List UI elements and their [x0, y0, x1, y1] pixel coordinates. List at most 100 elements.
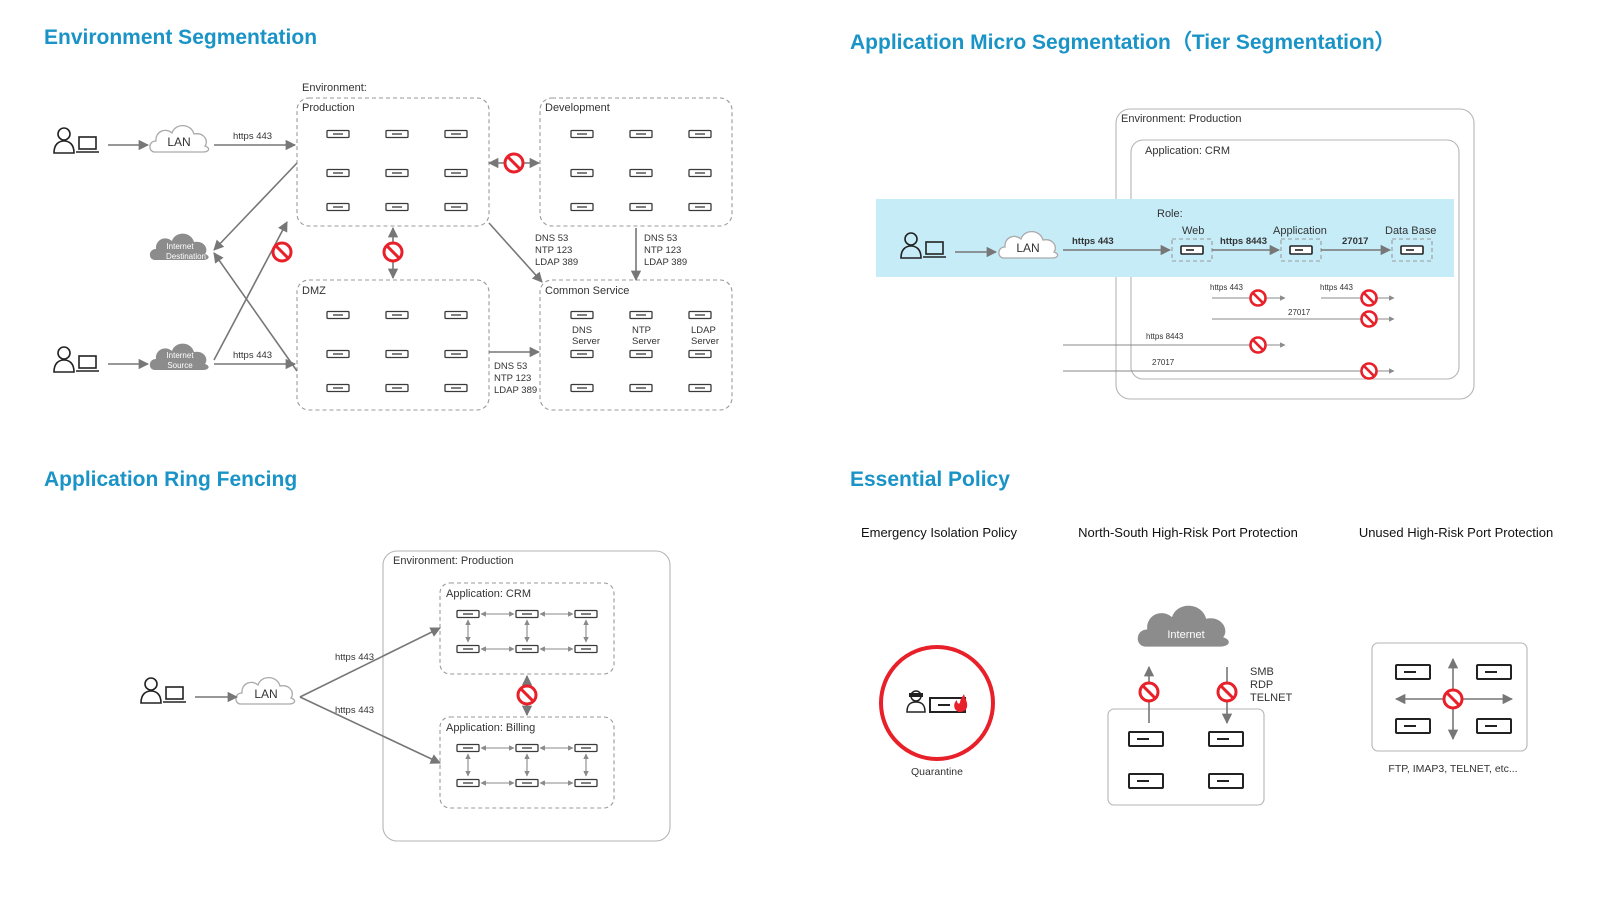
- blocked-label: https 443: [1320, 283, 1353, 292]
- port-label: SMB: [1250, 666, 1274, 678]
- production-servers: [326, 129, 468, 212]
- server-icon: [688, 168, 712, 178]
- server-icon: [326, 202, 350, 212]
- https-label: https 443: [233, 350, 272, 361]
- server-icon: [1180, 245, 1204, 255]
- server-icon: [1476, 664, 1512, 680]
- ntp-server-label: NTP: [632, 325, 651, 336]
- block-icon: [1216, 681, 1238, 703]
- ldap-server-label: Server: [691, 336, 719, 347]
- fire-icon: [954, 694, 968, 712]
- unused-port-box: [1371, 642, 1528, 752]
- dmz-zone: [296, 279, 490, 411]
- server-icon: [570, 202, 594, 212]
- crm-zone: [439, 582, 615, 675]
- block-icon: [271, 241, 293, 263]
- block-icon: [516, 684, 538, 706]
- ports-label: LDAP 389: [535, 257, 578, 268]
- server-icon: [444, 202, 468, 212]
- lan-label: LAN: [254, 687, 277, 701]
- emergency-policy-label: Emergency Isolation Policy: [861, 525, 1018, 540]
- billing-label: Application: Billing: [446, 722, 535, 734]
- server-icon: [515, 743, 539, 753]
- micro-environment-label: Environment: Production: [1121, 113, 1241, 125]
- server-icon: [444, 349, 468, 359]
- internet-source-label: Internet: [166, 351, 194, 360]
- internet-destination-label: Destination: [166, 252, 206, 261]
- db-role-box: [1391, 238, 1433, 262]
- server-icon: [629, 383, 653, 393]
- ring-env-box: [382, 550, 671, 842]
- micro-application-label: Application: CRM: [1145, 145, 1230, 157]
- server-icon: [629, 310, 653, 320]
- production-label: Production: [302, 102, 355, 114]
- server-icon: [444, 383, 468, 393]
- environment-label: Environment:: [302, 82, 367, 94]
- ring-fencing-title: Application Ring Fencing: [44, 468, 298, 491]
- common-service-label: Common Service: [545, 285, 629, 297]
- server-icon: [688, 383, 712, 393]
- blocked-label: 27017: [1288, 308, 1311, 317]
- server-icon: [326, 168, 350, 178]
- dmz-label: DMZ: [302, 285, 326, 297]
- ports-label: NTP 123: [644, 245, 681, 256]
- ring-fencing-diagram: Environment: Production Application: CRM…: [140, 550, 671, 842]
- crm-label: Application: CRM: [446, 588, 531, 600]
- block-icon: [1442, 688, 1464, 710]
- server-icon: [570, 383, 594, 393]
- app-role-label: Application: [1273, 225, 1327, 237]
- server-icon: [574, 778, 598, 788]
- server-icon: [444, 310, 468, 320]
- server-icon: [688, 202, 712, 212]
- server-icon: [629, 129, 653, 139]
- unused-ports-label: FTP, IMAP3, TELNET, etc...: [1388, 763, 1517, 775]
- development-servers: [570, 129, 712, 212]
- server-icon: [385, 202, 409, 212]
- user-icon: [53, 127, 100, 154]
- https-label: https 443: [1072, 236, 1114, 247]
- billing-zone: [439, 716, 615, 809]
- dmz-servers: [326, 310, 468, 393]
- block-icon: [1249, 289, 1267, 307]
- internet-destination-label: Internet: [166, 242, 194, 251]
- server-icon: [574, 609, 598, 619]
- north-south-label: North-South High-Risk Port Protection: [1078, 525, 1298, 540]
- https-label: https 8443: [1220, 236, 1267, 247]
- server-icon: [385, 129, 409, 139]
- port-label: 27017: [1342, 236, 1368, 247]
- https-label: https 443: [233, 131, 272, 142]
- server-icon: [1128, 731, 1164, 747]
- server-icon: [1208, 773, 1244, 789]
- server-icon: [570, 168, 594, 178]
- billing-servers: [456, 743, 598, 788]
- block-icon: [1360, 362, 1378, 380]
- server-icon: [456, 609, 480, 619]
- common-service-servers: DNS Server NTP Server LDAP Server: [570, 310, 719, 393]
- micro-seg-title: Application Micro Segmentation（Tier Segm…: [850, 31, 1396, 54]
- ports-label: DNS 53: [535, 233, 568, 244]
- server-icon: [515, 778, 539, 788]
- server-icon: [1208, 731, 1244, 747]
- server-icon: [574, 743, 598, 753]
- port-label: RDP: [1250, 679, 1273, 691]
- server-icon: [515, 644, 539, 654]
- server-icon: [326, 349, 350, 359]
- server-icon: [570, 129, 594, 139]
- block-icon: [1249, 336, 1267, 354]
- server-icon: [444, 129, 468, 139]
- web-role-label: Web: [1182, 225, 1204, 237]
- lan-label: LAN: [167, 135, 190, 149]
- blocked-label: 27017: [1152, 358, 1175, 367]
- https-label: https 443: [335, 705, 374, 716]
- server-icon: [1395, 664, 1431, 680]
- server-icon: [629, 168, 653, 178]
- ports-label: NTP 123: [494, 373, 531, 384]
- dns-server-label: Server: [572, 336, 600, 347]
- north-south-server-box: [1107, 708, 1265, 806]
- server-icon: [688, 129, 712, 139]
- server-icon: [456, 644, 480, 654]
- server-icon: [574, 644, 598, 654]
- ring-environment-label: Environment: Production: [393, 555, 513, 567]
- block-icon: [1360, 310, 1378, 328]
